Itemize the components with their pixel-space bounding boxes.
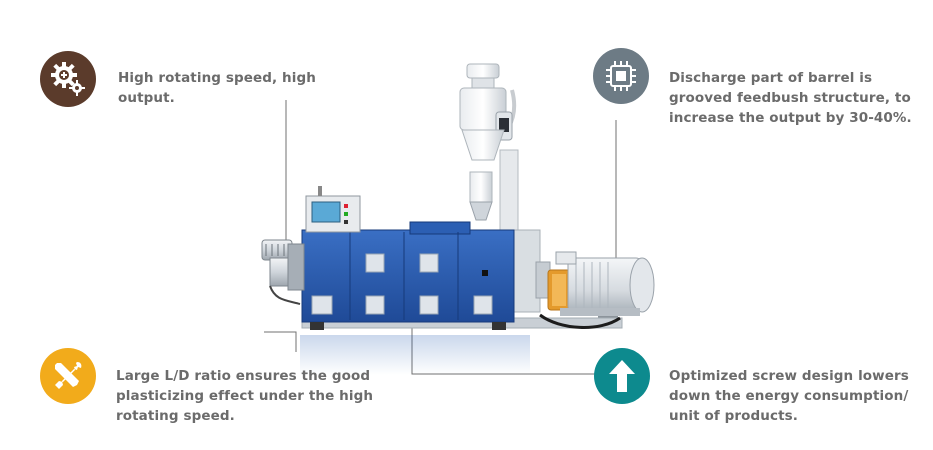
feature-line: increase the output by 30-40%. [669, 110, 912, 126]
control-screen [305, 186, 361, 233]
callout-line-ratio [264, 331, 297, 352]
feature-text-ratio: Large L/D ratio ensures the good plastic… [116, 366, 373, 426]
tools-icon [55, 362, 82, 389]
feature-icon-speed [40, 51, 96, 107]
feature-line: Large L/D ratio ensures the good [116, 368, 371, 384]
feature-line: rotating speed. [116, 408, 235, 424]
control-cabinet [301, 221, 515, 330]
feature-text-speed: High rotating speed, high output. [118, 68, 316, 108]
feature-line: output. [118, 90, 175, 106]
feature-icon-barrel [593, 48, 649, 104]
drive-motor [555, 251, 655, 326]
feature-line: unit of products. [669, 408, 799, 424]
feature-line: down the energy consumption/ [669, 388, 909, 404]
feature-text-screw: Optimized screw design lowers down the e… [669, 366, 909, 426]
feature-line: Discharge part of barrel is [669, 70, 873, 86]
feature-icon-screw [594, 348, 650, 404]
feature-line: plasticizing effect under the high [116, 388, 374, 404]
feature-icon-ratio [40, 348, 96, 404]
feature-line: Optimized screw design lowers [669, 368, 909, 384]
chip-icon [606, 61, 636, 91]
feature-line: High rotating speed, high [118, 70, 316, 86]
floor-reflection [300, 335, 530, 375]
feature-line: grooved feedbush structure, to [669, 90, 911, 106]
arrow-up-icon [609, 360, 635, 392]
feature-text-barrel: Discharge part of barrel is grooved feed… [669, 68, 912, 128]
die-head [261, 239, 305, 305]
gears-icon [51, 62, 85, 96]
